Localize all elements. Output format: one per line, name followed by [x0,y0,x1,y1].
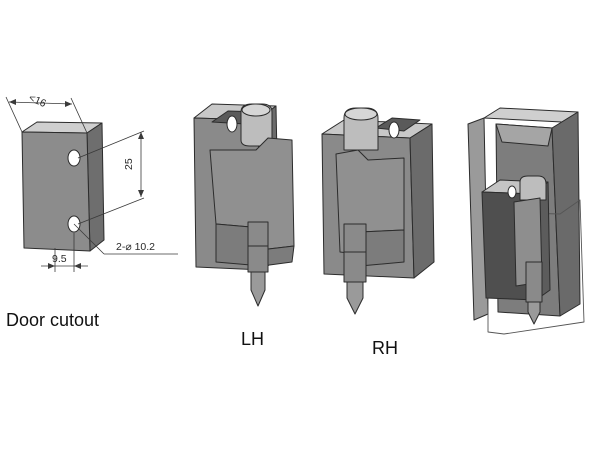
rh-caption: RH [372,338,398,358]
cutout-dimension-arrows [9,99,144,269]
rh-pin-tip [346,281,364,315]
dim-holes-label: 2-⌀ 10.2 [116,241,155,253]
rh-knuckle [343,223,367,283]
door-cutout-caption: Door cutout [6,310,100,330]
lh-pin-hole [226,115,238,133]
cutout-dimensions [5,96,178,272]
installed-knuckle [525,261,543,303]
installed-pin-tip [527,301,541,325]
installed-assembly [467,107,585,335]
lh-knuckle [247,221,269,273]
door-panel-outline [487,199,585,335]
rh-pin-hole [388,121,400,139]
lh-hinge [193,103,295,307]
lh-caption: LH [241,329,265,349]
rh-hinge [321,107,435,315]
dim-height-label: 25 [123,158,135,170]
frame-channel-top [483,107,579,123]
lh-pin-tip [250,271,266,307]
frame-channel-side [551,111,581,317]
cutout-hole-upper [67,149,81,167]
cutout-plate-front [21,131,91,252]
dim-offset-label: 9.5 [52,253,67,265]
dim-width-label: <16 [27,92,48,110]
installed-pin-top [519,175,547,201]
door-cutout-drawing [21,121,105,252]
rh-body-side [409,123,435,279]
installed-pin-hole [507,185,517,199]
